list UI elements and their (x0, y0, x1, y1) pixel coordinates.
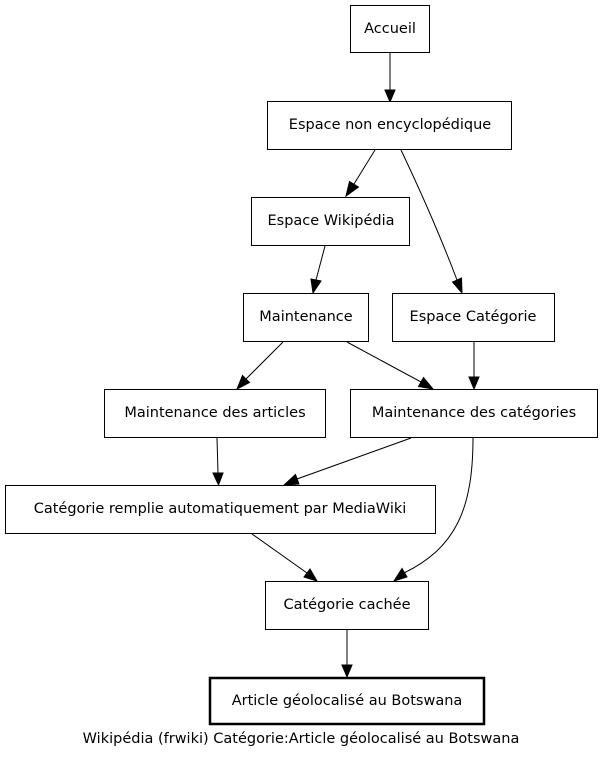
edge-categorie-cachee-to-article-geolocalise (341, 630, 353, 679)
node-maintenance-label: Maintenance (259, 309, 352, 325)
node-maintenance-des-articles[interactable]: Maintenance des articles (104, 389, 326, 438)
edge-espace-non-encyclopedique-to-espace-wikipedia (345, 149, 376, 198)
edge-accueil-to-espace-non-encyclopedique (384, 53, 396, 104)
node-categorie-remplie-automatiquement-label: Catégorie remplie automatiquement par Me… (34, 501, 407, 517)
node-categorie-cachee-label: Catégorie cachée (283, 597, 410, 613)
node-espace-non-encyclopedique-label: Espace non encyclopédique (289, 117, 491, 133)
edge-maintenance-to-maintenance-des-categories (346, 341, 435, 390)
node-article-geolocalise-au-botswana-label: Article géolocalisé au Botswana (232, 693, 463, 709)
node-espace-wikipedia[interactable]: Espace Wikipédia (251, 197, 410, 246)
edge-maintenance-des-categories-to-categorie-cachee (392, 437, 474, 582)
node-article-geolocalise-au-botswana[interactable]: Article géolocalisé au Botswana (208, 676, 486, 726)
node-categorie-remplie-automatiquement[interactable]: Catégorie remplie automatiquement par Me… (5, 485, 436, 534)
edge-maintenance-des-categories-to-categorie-remplie (282, 437, 412, 486)
node-maintenance-des-articles-label: Maintenance des articles (124, 405, 305, 421)
node-espace-categorie[interactable]: Espace Catégorie (392, 293, 555, 342)
edge-maintenance-des-articles-to-categorie-remplie (212, 437, 224, 487)
graph-caption: Wikipédia (frwiki) Catégorie:Article géo… (83, 731, 520, 747)
node-espace-wikipedia-label: Espace Wikipédia (267, 213, 394, 229)
edge-espace-categorie-to-maintenance-des-categories (468, 342, 480, 391)
edge-categorie-remplie-to-categorie-cachee (251, 533, 319, 582)
edge-maintenance-to-maintenance-des-articles (236, 341, 284, 391)
edge-espace-wikipedia-to-maintenance (310, 245, 326, 295)
node-accueil-label: Accueil (364, 21, 416, 37)
node-espace-non-encyclopedique[interactable]: Espace non encyclopédique (267, 101, 512, 150)
node-categorie-cachee[interactable]: Catégorie cachée (265, 581, 429, 630)
node-espace-categorie-label: Espace Catégorie (410, 309, 537, 325)
node-maintenance-des-categories-label: Maintenance des catégories (372, 405, 576, 421)
node-maintenance[interactable]: Maintenance (243, 293, 369, 342)
node-accueil[interactable]: Accueil (350, 5, 430, 53)
edge-espace-non-encyclopedique-to-espace-categorie (400, 149, 463, 295)
node-maintenance-des-categories[interactable]: Maintenance des catégories (350, 389, 598, 438)
